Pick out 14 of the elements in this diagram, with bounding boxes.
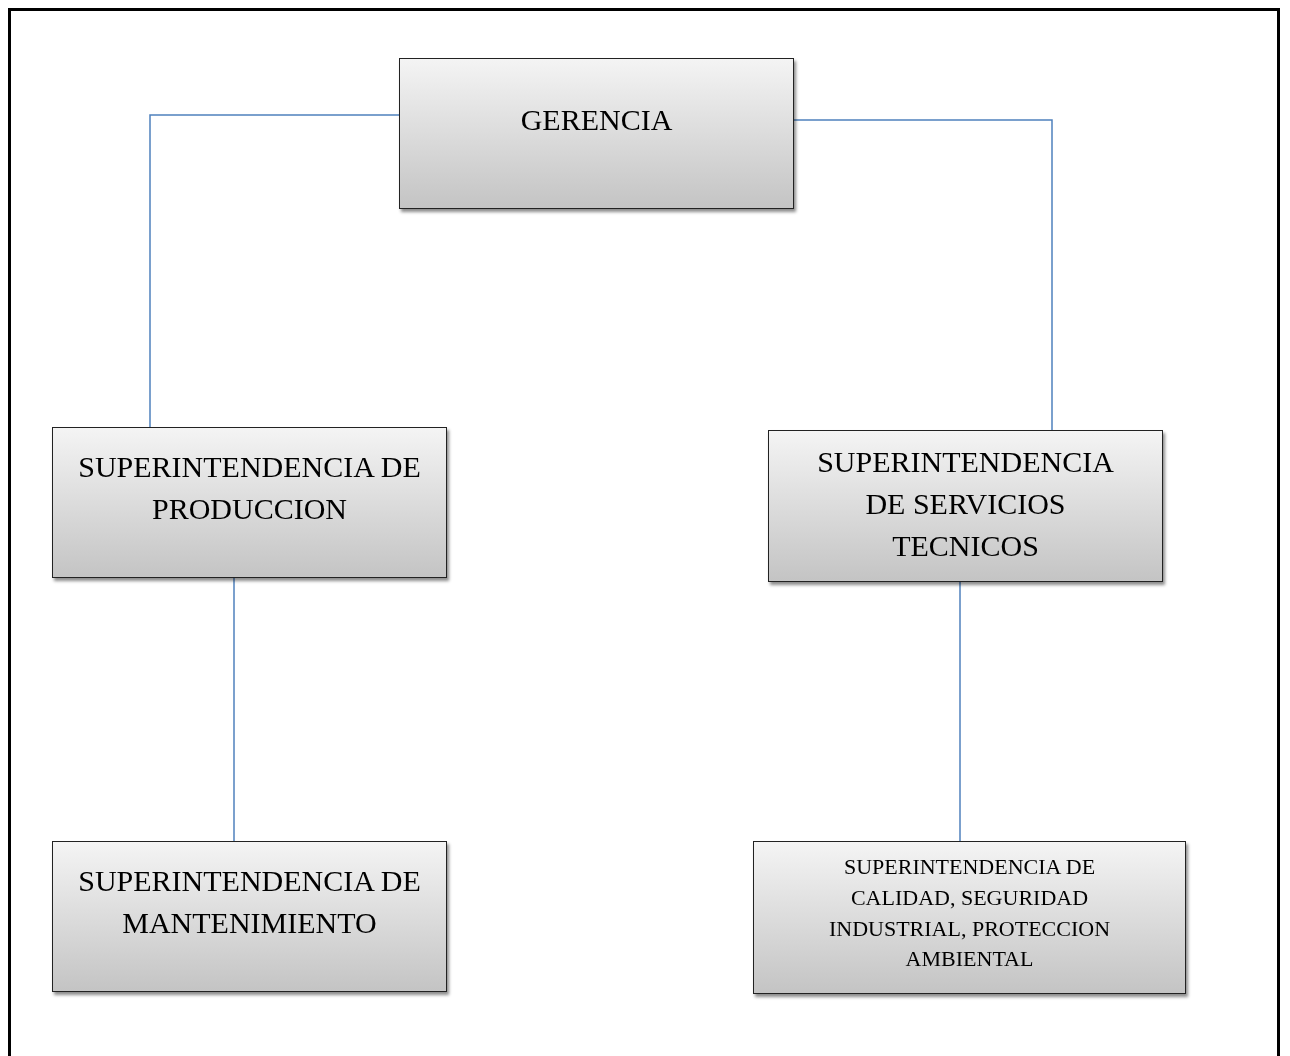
box-label: SUPERINTENDENCIA DE CALIDAD, SEGURIDAD INDUSTRIAL, PROTECCION AMBIENTAL [827, 853, 1112, 974]
connector-line [959, 581, 961, 842]
box-label: SUPERINTENDENCIA DE PRODUCCION [77, 449, 422, 527]
connector-line [793, 119, 1053, 431]
org-box [52, 841, 447, 992]
box-label: GERENCIA [519, 102, 674, 138]
box-label: SUPERINTENDENCIA DE SERVICIOS TECNICOS [816, 444, 1115, 564]
org-box [768, 430, 1163, 582]
org-box [52, 427, 447, 578]
org-box [399, 58, 794, 209]
org-box [753, 841, 1186, 994]
connector-line [149, 114, 400, 428]
connector-line [233, 577, 235, 842]
box-label: SUPERINTENDENCIA DE MANTENIMIENTO [77, 863, 422, 941]
